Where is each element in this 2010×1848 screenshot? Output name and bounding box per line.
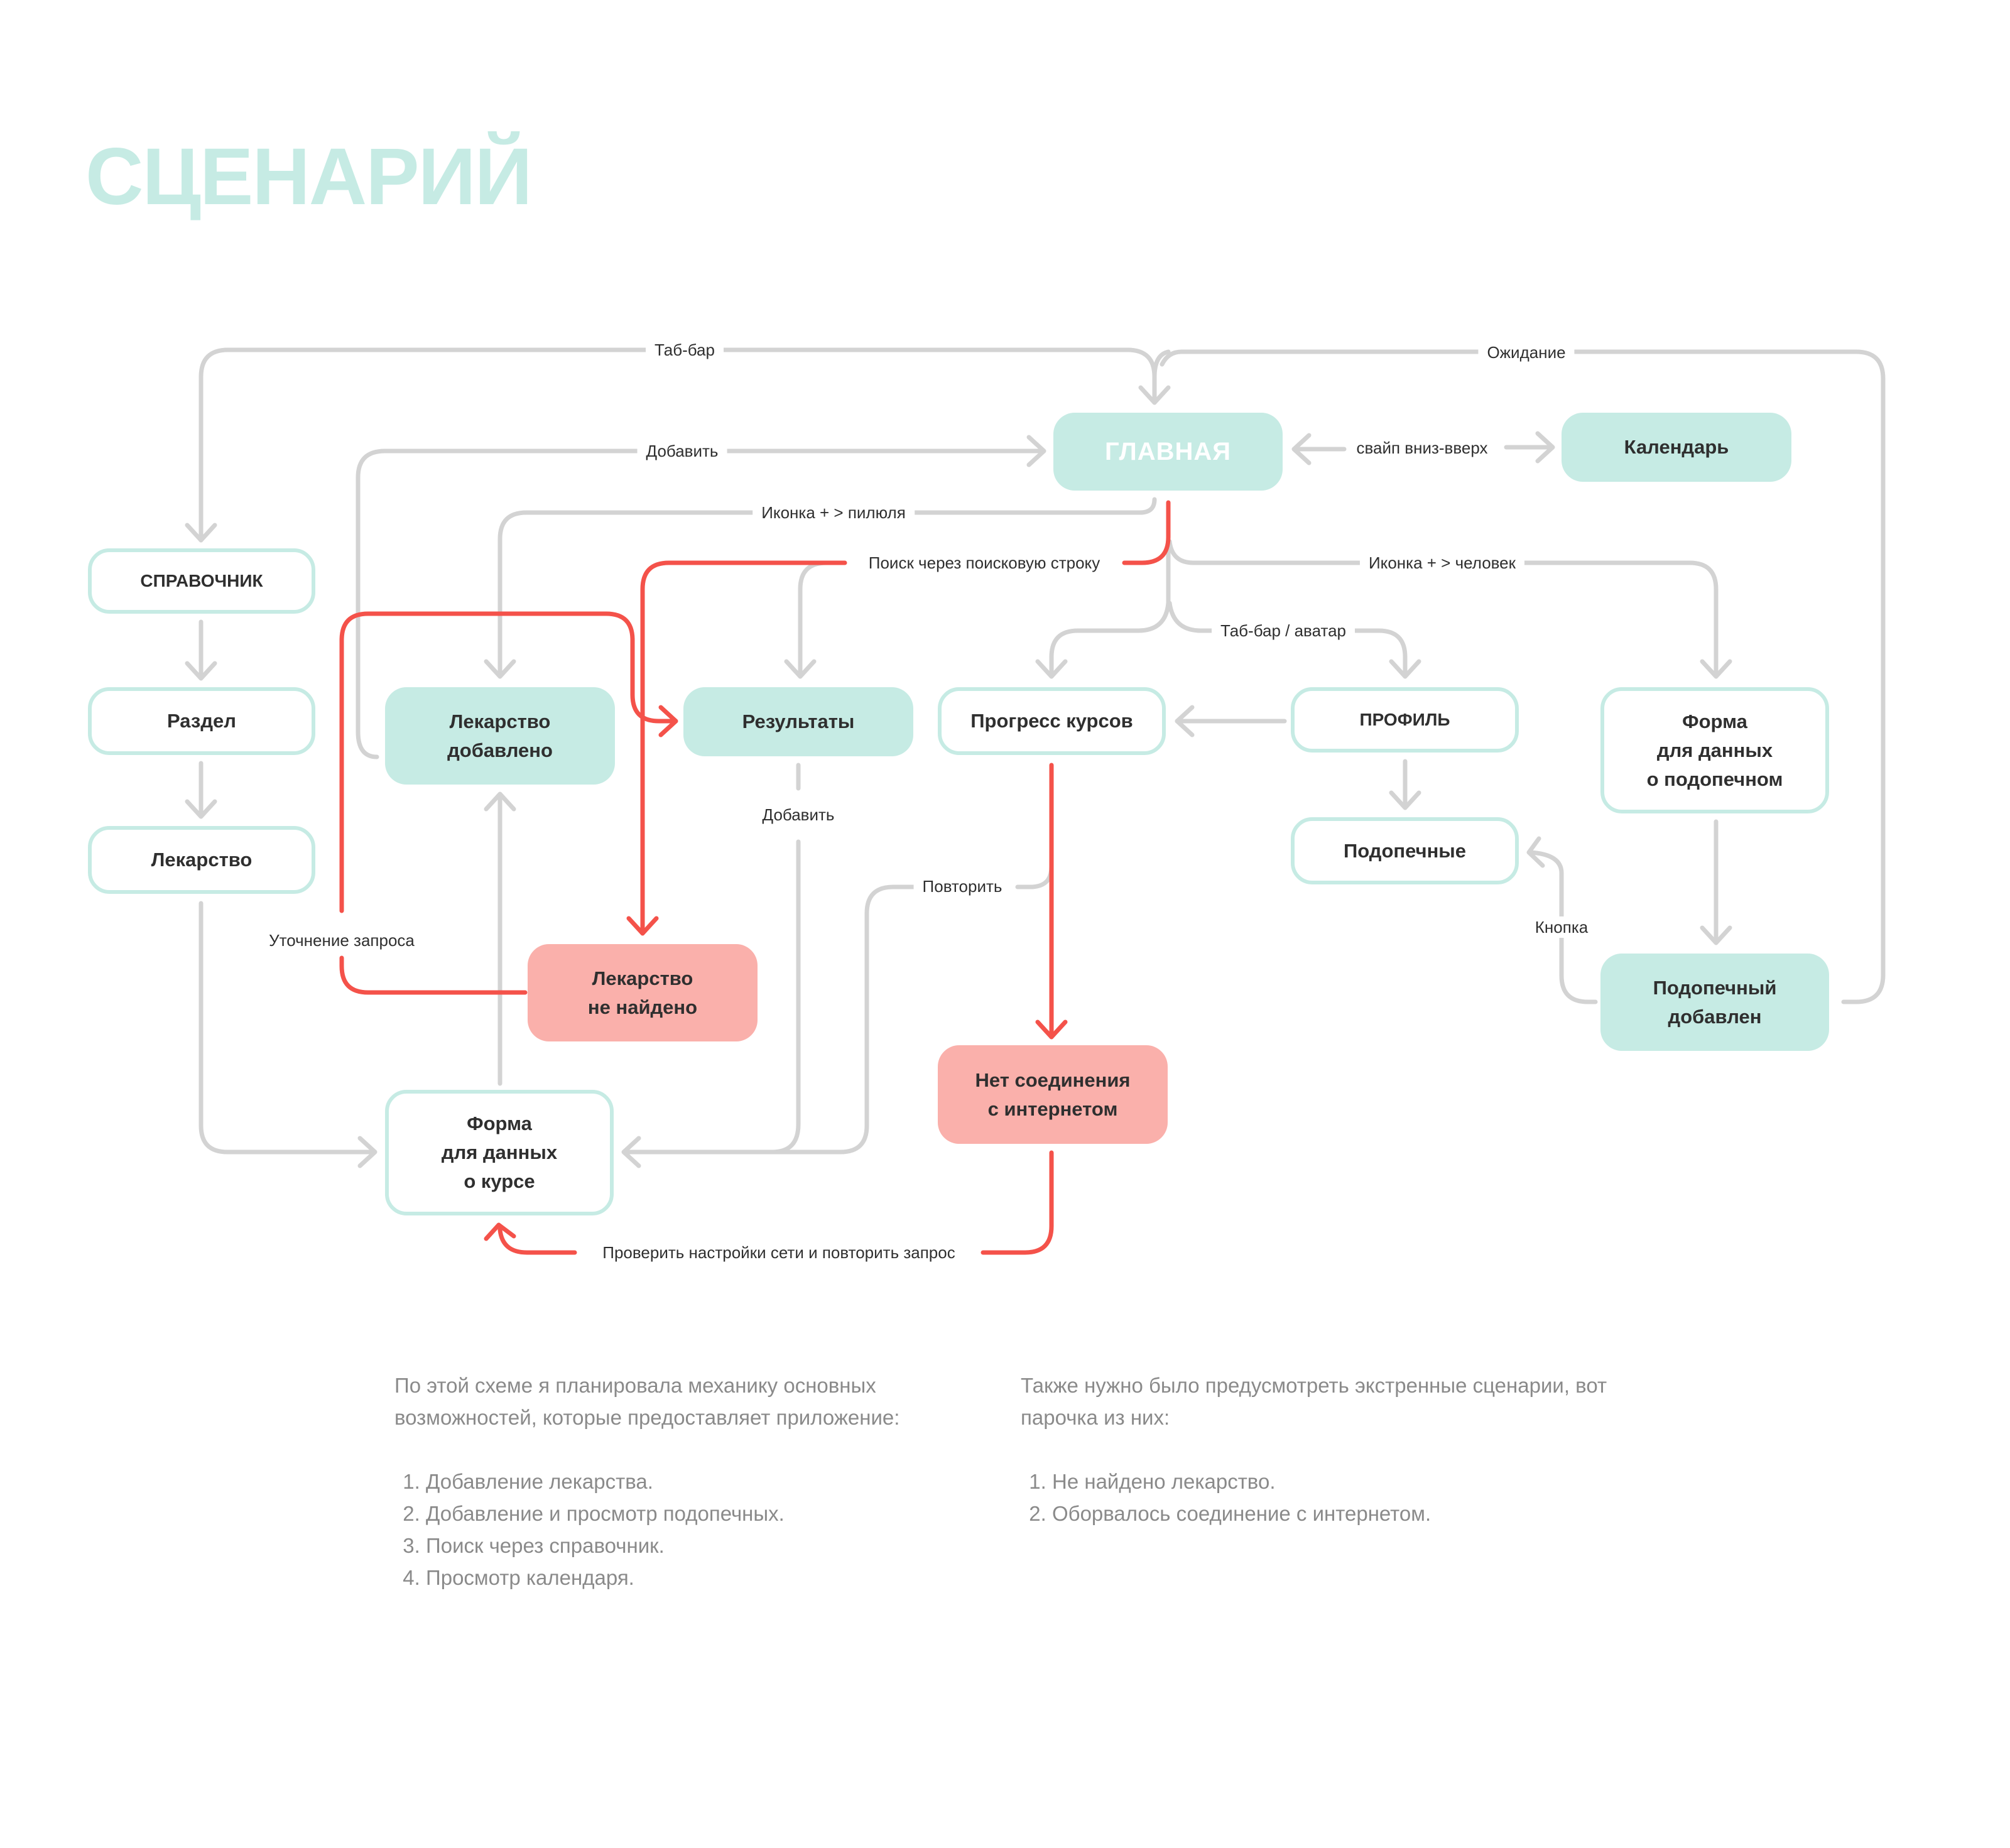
notes-edge-list: Не найдено лекарство. Оборвалось соедине… <box>1021 1465 1636 1530</box>
arrowhead-progress <box>1035 659 1068 679</box>
list-item: Не найдено лекарство. <box>1052 1465 1636 1497</box>
node-section[interactable]: Раздел <box>88 687 315 755</box>
label-tabbar: Таб-бар <box>646 339 724 361</box>
node-reference[interactable]: СПРАВОЧНИК <box>88 548 315 614</box>
arrowhead-ward-form <box>1700 659 1732 679</box>
node-reference-label: СПРАВОЧНИК <box>140 571 263 590</box>
node-no-connection-label: Нет соединения с интернетом <box>975 1068 1131 1120</box>
arrowhead-medicine-added <box>484 659 516 679</box>
node-profile-label: ПРОФИЛЬ <box>1359 710 1450 729</box>
node-calendar[interactable]: Календарь <box>1562 413 1791 482</box>
arrowhead-results <box>784 659 817 679</box>
list-item: Оборвалось соединение с интернетом. <box>1052 1497 1636 1530</box>
label-retry: Повторить <box>913 876 1011 897</box>
arrowhead-section <box>185 661 217 681</box>
notes-edge-cases: Также нужно было предусмотреть экстренны… <box>1021 1369 1636 1530</box>
arrowhead-progress-right <box>1175 705 1195 737</box>
notes-main-features: По этой схеме я планировала механику осн… <box>394 1369 997 1594</box>
arrowhead-medicine <box>185 799 217 819</box>
edge-search-results <box>798 560 829 678</box>
node-results[interactable]: Результаты <box>683 687 913 756</box>
node-medicine-added[interactable]: Лекарство добавлено <box>385 687 615 785</box>
edge-search-red <box>640 500 1171 935</box>
label-search-bar: Поиск через поисковую строку <box>859 552 1109 573</box>
node-course-form[interactable]: Форма для данных о курсе <box>385 1090 614 1215</box>
label-icon-person: Иконка + > человек <box>1359 552 1525 573</box>
arrowhead-results-left <box>658 705 678 737</box>
node-course-progress-label: Прогресс курсов <box>970 710 1133 732</box>
arrowhead-course-form-left <box>357 1136 378 1168</box>
list-item: Добавление и просмотр подопечных. <box>426 1497 997 1530</box>
node-wards-label: Подопечные <box>1343 839 1467 862</box>
node-ward-added[interactable]: Подопечный добавлен <box>1600 954 1829 1051</box>
arrowhead-no-connection <box>1035 1019 1068 1040</box>
arrowhead-reference <box>185 523 217 543</box>
node-course-progress[interactable]: Прогресс курсов <box>938 687 1166 755</box>
label-waiting: Ожидание <box>1478 342 1575 363</box>
label-check-network: Проверить настройки сети и повторить зап… <box>594 1242 964 1263</box>
label-add-results: Добавить <box>753 804 844 825</box>
arrowhead-wards-right <box>1526 836 1545 868</box>
node-calendar-label: Календарь <box>1624 436 1729 458</box>
arrowhead-main <box>1138 385 1171 405</box>
node-course-form-label: Форма для данных о курсе <box>441 1112 558 1192</box>
arrowhead-course-form-right <box>621 1136 641 1168</box>
label-add-top: Добавить <box>637 440 727 462</box>
edge-add-top <box>356 448 1045 759</box>
list-item: Поиск через справочник. <box>426 1530 997 1562</box>
notes-main-list: Добавление лекарства. Добавление и просм… <box>394 1465 997 1594</box>
edge-button <box>1528 850 1598 1004</box>
arrowhead-ward-added <box>1700 925 1732 945</box>
arrowhead-course-form-bottom <box>484 1222 516 1241</box>
edge-medicine-course-form <box>198 901 376 1155</box>
label-button: Кнопка <box>1526 916 1597 938</box>
edge-icon-person <box>1167 539 1719 678</box>
node-results-label: Результаты <box>742 710 855 732</box>
node-main[interactable]: ГЛАВНАЯ <box>1053 413 1283 491</box>
node-medicine-added-label: Лекарство добавлено <box>447 710 553 761</box>
node-ward-form-label: Форма для данных о подопечном <box>1646 710 1783 790</box>
node-medicine[interactable]: Лекарство <box>88 826 315 894</box>
label-swipe: свайп вниз-вверх <box>1347 437 1497 459</box>
label-icon-pill: Иконка + > пилюля <box>752 502 915 523</box>
node-medicine-not-found[interactable]: Лекарство не найдено <box>528 944 758 1041</box>
label-tabbar-avatar: Таб-бар / аватар <box>1211 620 1355 641</box>
edge-refine <box>339 611 677 995</box>
edge-icon-pill <box>497 497 1157 678</box>
edge-main-top <box>1152 349 1171 405</box>
label-refine-query: Уточнение запроса <box>260 930 423 951</box>
node-medicine-label: Лекарство <box>151 849 253 871</box>
arrowhead-main-left <box>1026 435 1046 467</box>
node-main-label: ГЛАВНАЯ <box>1104 438 1232 465</box>
notes-main-intro: По этой схеме я планировала механику осн… <box>394 1374 900 1429</box>
arrowhead-added-bottom <box>484 791 516 812</box>
node-ward-added-label: Подопечный добавлен <box>1653 976 1777 1028</box>
arrowhead-profile <box>1389 659 1421 679</box>
notes-edge-intro: Также нужно было предусмотреть экстренны… <box>1021 1374 1607 1429</box>
node-ward-form[interactable]: Форма для данных о подопечном <box>1600 687 1829 813</box>
arrowhead-wards <box>1389 790 1421 810</box>
edge-waiting <box>1160 349 1886 1004</box>
page-title: СЦЕНАРИЙ <box>85 132 533 222</box>
arrowhead-swipe-left <box>1291 433 1312 465</box>
node-section-label: Раздел <box>167 710 236 732</box>
node-wards[interactable]: Подопечные <box>1291 817 1519 884</box>
edge-tabbar <box>198 347 1157 543</box>
arrowhead-not-found <box>626 916 659 936</box>
arrowhead-swipe-right <box>1535 431 1555 464</box>
list-item: Просмотр календаря. <box>426 1562 997 1594</box>
node-profile[interactable]: ПРОФИЛЬ <box>1291 687 1519 753</box>
node-no-connection[interactable]: Нет соединения с интернетом <box>938 1045 1168 1144</box>
list-item: Добавление лекарства. <box>426 1465 997 1497</box>
edge-check-network <box>497 1150 1054 1255</box>
edge-tabbar-progress <box>1049 601 1171 678</box>
node-medicine-not-found-label: Лекарство не найдено <box>587 967 698 1018</box>
